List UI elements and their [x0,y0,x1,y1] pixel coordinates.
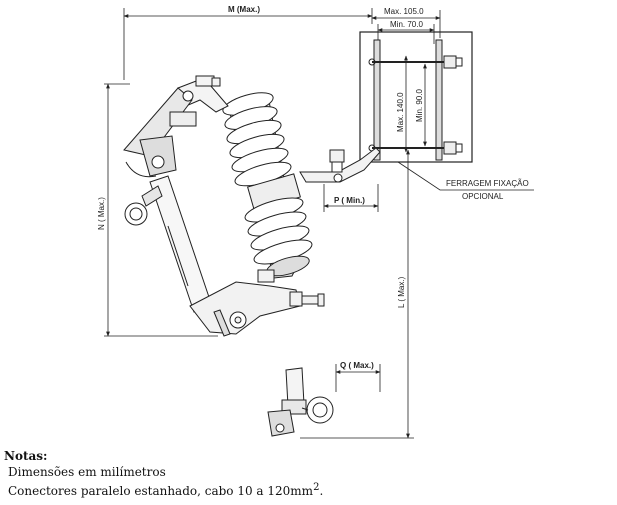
notes-line-connectors-end: . [319,484,324,498]
notes-title: Notas: [4,449,48,463]
notes-superscript: 2 [313,482,320,493]
dim-min-90-label: Min. 90.0 [415,89,424,122]
dim-q-label: Q ( Max.) [340,361,374,370]
lower-hinge-assembly [189,269,325,337]
mounting-arm [299,147,381,183]
dimension-lines [104,8,534,439]
notes-line-connectors: Conectores paralelo estanhado, cabo 10 a… [4,480,323,499]
upper-contact-assembly [123,75,229,178]
dim-m-label: M (Max.) [228,5,260,14]
fuse-tube [124,175,213,313]
notes-line-connectors-text: Conectores paralelo estanhado, cabo 10 a… [8,484,314,498]
dim-max-140-label: Max. 140.0 [396,92,405,132]
dim-p-label: P ( Min.) [334,196,365,205]
callout-line-1: FERRAGEM FIXAÇÃO [446,179,529,188]
notes-section: Notas: Dimensões em milímetros Conectore… [4,448,323,499]
dim-l-label: L ( Max.) [397,276,406,308]
dropped-fuse-tube [267,367,334,437]
dim-max-105-label: Max. 105.0 [384,7,424,16]
porcelain-insulator [222,92,313,279]
dim-min-70-label: Min. 70.0 [390,20,423,29]
mounting-bracket [359,31,473,163]
callout-line-2: OPCIONAL [462,192,504,201]
notes-line-dimensions: Dimensões em milímetros [8,465,166,479]
dim-n-label: N ( Max.) [97,197,106,230]
